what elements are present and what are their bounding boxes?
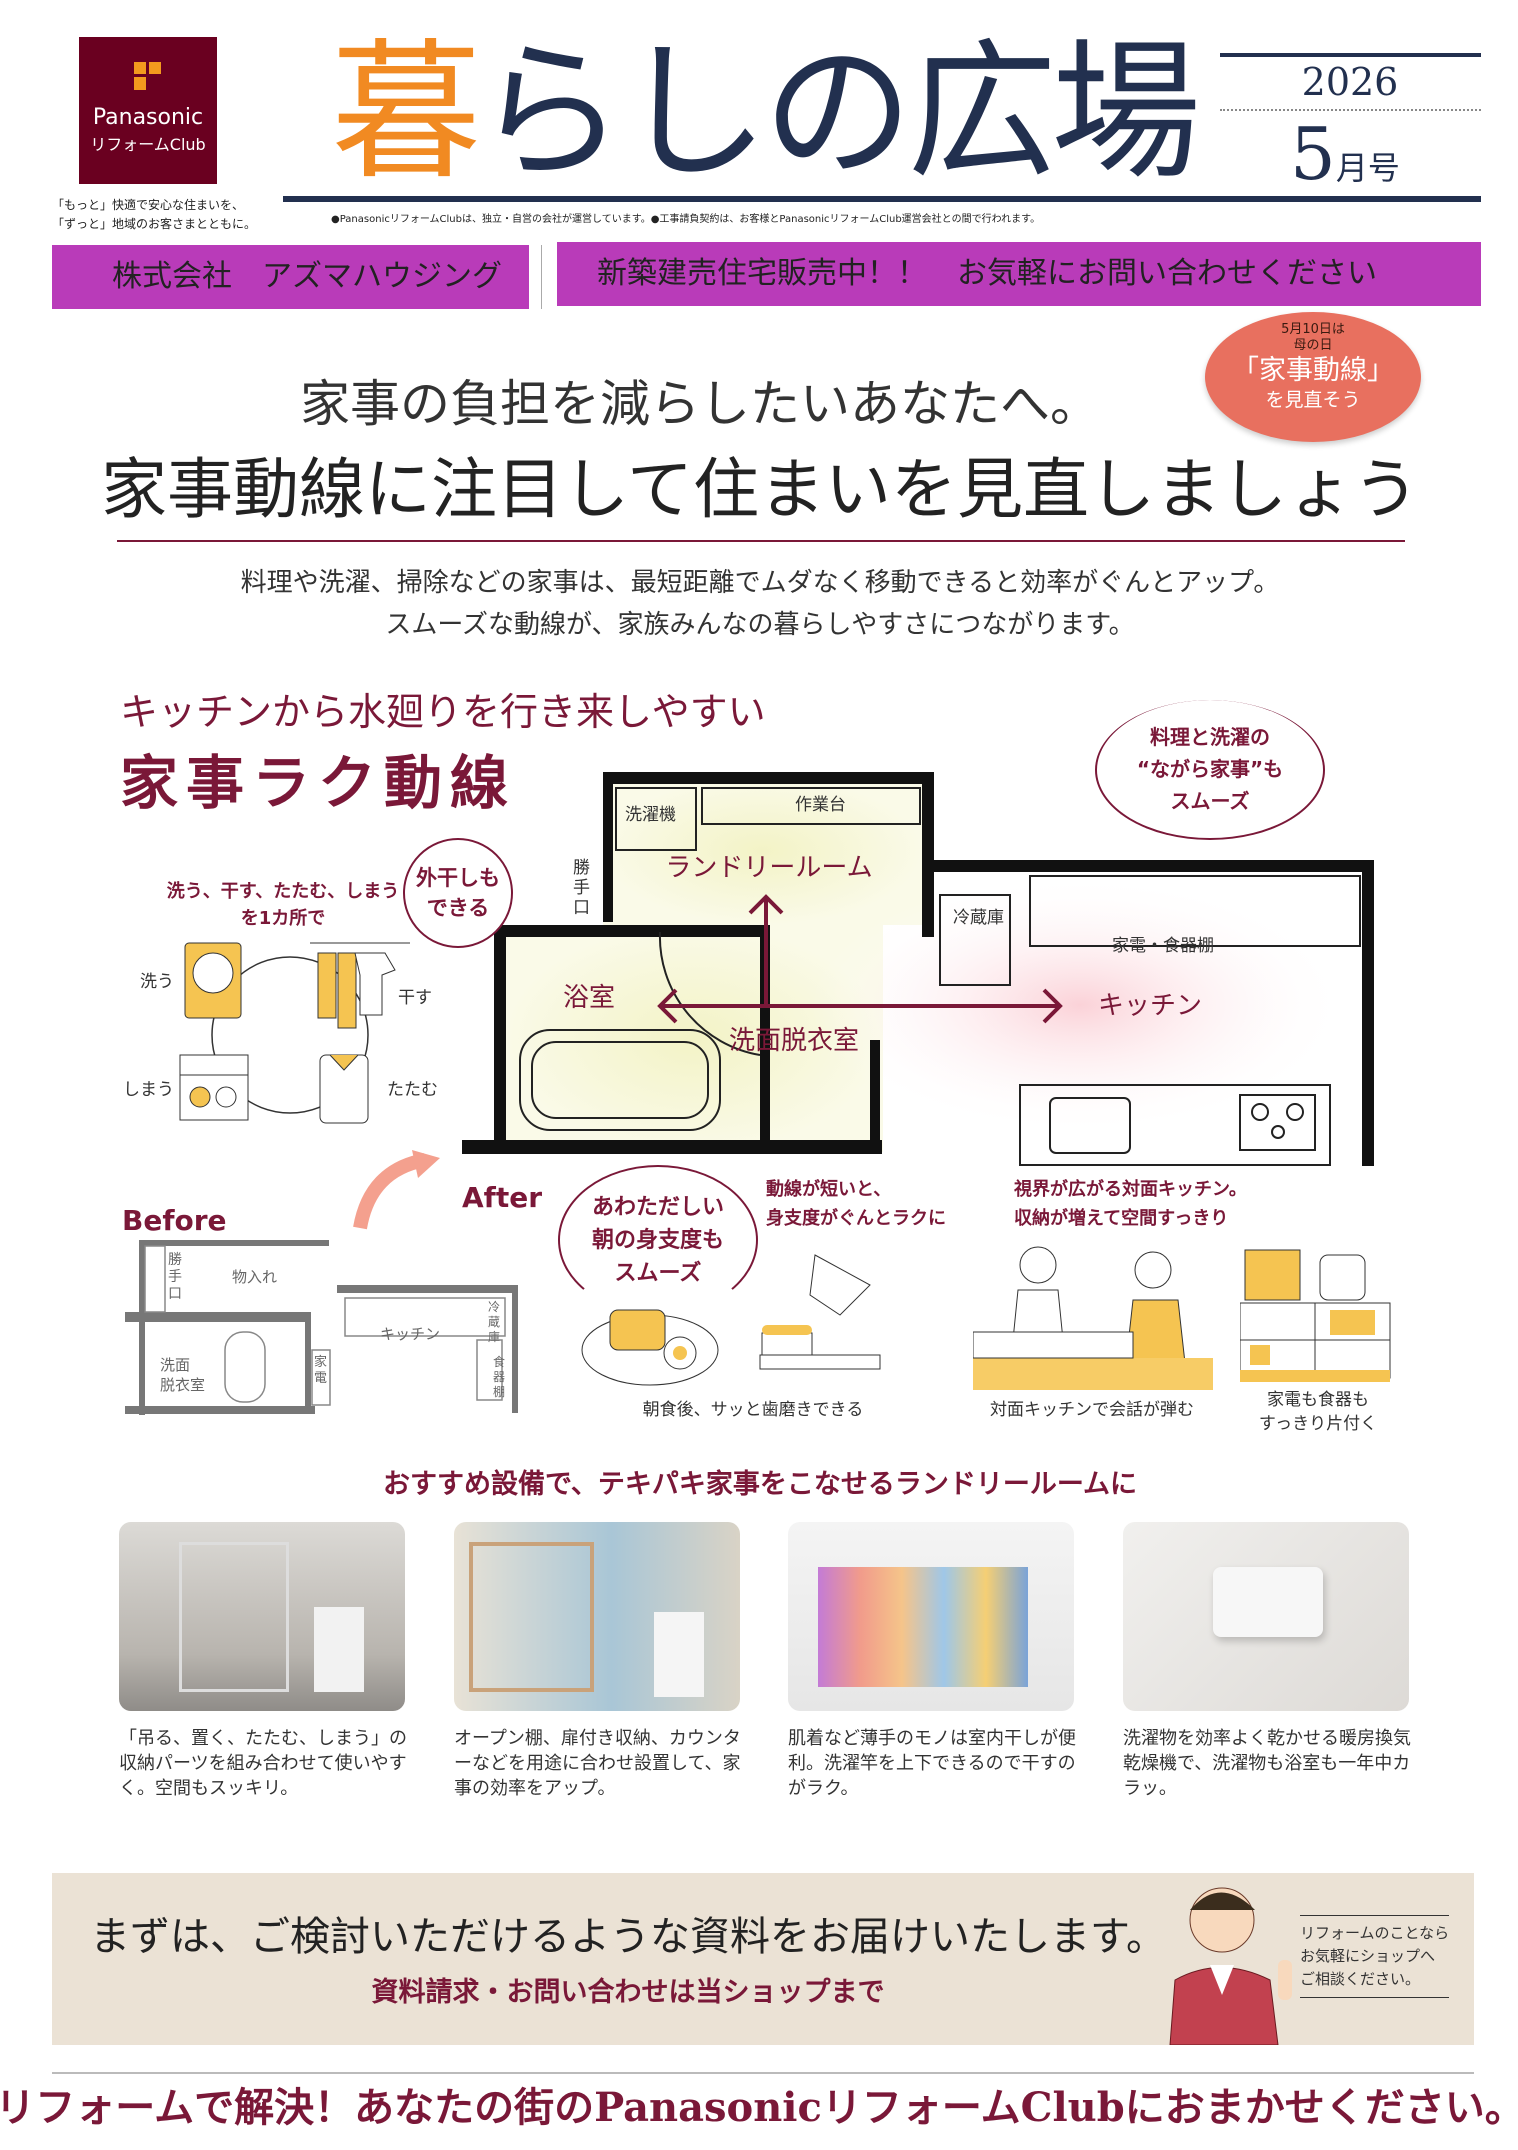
section-title: 家事ラク動線 [120,749,517,817]
label-fridge: 冷蔵庫 [953,908,1004,928]
newsletter-title: 暮らしの広場 [331,26,1201,200]
point-short-route: 動線が短いと、身支度がぐんとラクに [766,1179,946,1229]
title-rule [283,196,1481,202]
label-backdoor: 勝手口 [573,858,590,918]
label-washer: 洗濯機 [625,805,676,825]
before-label: Before [122,1204,227,1237]
washer-box [615,787,697,851]
caption-face-kitchen: 対面キッチンで会話が弾む [990,1400,1194,1420]
photo-bathroom-dryer [1123,1522,1409,1711]
label-washroom: 洗面脱衣室 [728,1026,860,1056]
shop-staff-illustration [1169,1887,1292,2045]
equipment-caption: 洗濯物を効率よく乾かせる暖房換気乾燥機で、洗濯物も浴室も一年中カラッ。 [1123,1728,1411,1799]
section-subtitle: キッチンから水廻りを行き来しやすい [120,690,766,734]
company-banner: 株式会社 アズマハウジング [52,245,529,309]
cycle-wash: 洗う [140,972,174,992]
floor-plan-after [462,772,1374,1166]
bathtub [519,1029,721,1131]
tagline-line: 「ずっと」地域のお客さまとともに。 [52,217,257,231]
footer-rule [52,2072,1474,2074]
equipment-caption: 「吊る、置く、たたむ、しまう」の収納パーツを組み合わせて使いやすく。空間もスッキ… [119,1728,407,1799]
label-bathroom: 浴室 [563,983,616,1013]
headline-lead: 家事の負担を減らしたいあなたへ。 [300,375,1100,433]
sales-banner: 新築建売住宅販売中！！ お気軽にお問い合わせください [557,242,1481,306]
bubble-morning: あわただしい朝の身支度もスムーズ [558,1165,758,1315]
cta-sub: 資料請求・お問い合わせは当ショップまで [371,1977,885,2008]
point-face-kitchen: 視界が広がる対面キッチン。収納が増えて空間すっきり [1014,1179,1247,1229]
before-kitchen: キッチン [380,1325,441,1343]
toast-icon [609,1309,666,1351]
headline-body: 料理や洗濯、掃除などの家事は、最短距離でムダなく移動できると効率がぐんとアップ。… [240,568,1280,640]
after-label: After [462,1181,543,1214]
flow-arrows [657,894,1063,1024]
bubble-cooking-laundry: 料理と洗濯の“ながら家事”もスムーズ [1095,700,1325,840]
breakfast-toothbrush-illustration [581,1254,881,1386]
logo-brand: Panasonic [92,105,204,130]
label-appliance-shelf: 家電・食器棚 [1112,936,1214,956]
before-shelf: 食器棚 [493,1355,506,1399]
fridge-box [939,894,1011,986]
label-workbench: 作業台 [795,795,846,815]
before-backdoor: 勝手口 [168,1252,182,1302]
stove [1239,1094,1316,1151]
divider [1220,53,1481,57]
divider [541,245,542,309]
photo-storage-parts [119,1522,405,1711]
floor-plan-before [125,1240,518,1415]
face-kitchen-illustration [973,1246,1213,1390]
before-fridge: 冷蔵庫 [488,1300,501,1344]
cycle-store: しまう [123,1080,174,1100]
label-laundry-room: ランドリールーム [665,853,873,883]
laundry-cycle-diagram [179,942,410,1124]
workbench-box [701,787,921,825]
before-after-arrow-icon [353,1150,440,1230]
photo-open-shelf [454,1522,740,1711]
drawer-icon [179,1054,249,1121]
footer-slogan: リフォームで解決！あなたの街のPanasonicリフォームClubにおまかせくだ… [0,2084,1518,2131]
hanging-clothes-icon [310,942,410,1029]
divider [1220,109,1481,111]
mothers-day-badge: 5月10日は 母の日 「家事動線」 を見直そう [1205,312,1421,442]
staff-speech: リフォームのことならお気軽にショップへご相談ください。 [1300,1915,1450,1998]
tagline-line: 「もっと」快適で安心な住まいを、 [52,198,245,212]
label-kitchen: キッチン [1097,991,1203,1021]
cycle-dry: 干す [398,988,432,1008]
logo-mark-icon [134,62,162,90]
disclaimer: ●PanasonicリフォームClubは、独立・自営の会社が運営しています。●工… [331,214,1041,225]
equipment-caption: 肌着など薄手のモノは室内干しが便利。洗濯竿を上下できるので干すのがラク。 [788,1728,1076,1799]
before-washroom: 洗面 脱衣室 [160,1356,206,1394]
before-closet: 物入れ [232,1268,278,1286]
equipment-title: おすすめ設備で、テキパキ家事をこなせるランドリールームに [382,1469,1138,1500]
issue-year: 2026 [1301,60,1399,104]
counter-box [1019,1084,1331,1166]
cycle-fold: たたむ [387,1080,438,1100]
shelf-box [1029,875,1361,947]
door-swing [658,931,761,1056]
sink [1049,1097,1131,1154]
bubble-outdoor-drying: 外干しもできる [403,838,513,948]
cycle-caption: 洗う、干す、たたむ、しまうを1カ所で [166,881,400,929]
kitchen-glow [810,875,1350,1135]
cta-main: まずは、ご検討いただけるような資料をお届けいたします。 [90,1914,1166,1960]
caption-shelf: 家電も食器もすっきり片付く [1258,1390,1378,1434]
before-appliance: 家電 [314,1355,328,1386]
toothbrush-icon [759,1354,881,1370]
headline-main: 家事動線に注目して住まいを見直しましょう [100,451,1420,528]
headline-rule [117,540,1405,542]
photo-indoor-drying [788,1522,1074,1711]
appliance-shelf-illustration [1240,1249,1391,1382]
issue-month: 5月号 [1290,112,1400,196]
equipment-caption: オープン棚、扉付き収納、カウンターなどを用途に合わせ設置して、家事の効率をアップ… [454,1728,741,1799]
logo-sub: リフォームClub [90,135,206,154]
panasonic-reform-club-logo: Panasonic リフォームClub [79,37,217,184]
caption-toothbrush: 朝食後、サッと歯磨きできる [642,1400,864,1420]
